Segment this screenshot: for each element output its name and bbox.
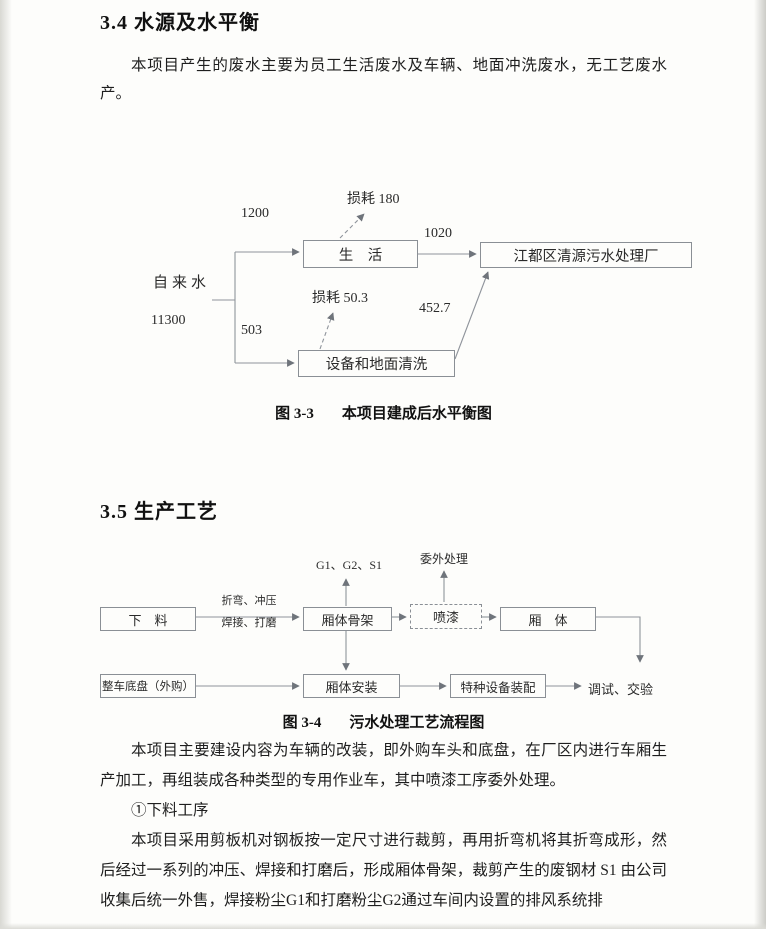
tap-water-value: 11300 xyxy=(151,313,186,328)
arrow-body-to-test xyxy=(596,616,644,663)
figure-3-3-number: 图 3-3 xyxy=(275,406,314,422)
figure-3-4-caption: 图 3-4 污水处理工艺流程图 xyxy=(100,711,667,732)
process-steps-line2: 焊接、打磨 xyxy=(221,617,277,629)
flow-value-503: 503 xyxy=(241,323,262,338)
figure-3-4-number: 图 3-4 xyxy=(282,715,322,731)
loss-arrow-life xyxy=(339,213,365,239)
test-label: 调试、交验 xyxy=(588,682,654,697)
pollutants-label: G1、G2、S1 xyxy=(316,558,383,572)
paint-box: 喷漆 xyxy=(410,604,482,629)
figure-3-4-title: 污水处理工艺流程图 xyxy=(349,715,485,731)
section-3-5-body: 本项目主要建设内容为车辆的改装，即外购车头和底盘，在厂区内进行车厢生产加工，再组… xyxy=(100,736,667,916)
flow-value-1200: 1200 xyxy=(241,206,269,221)
section-3-4-heading: 3.4 水源及水平衡 xyxy=(100,12,260,34)
chassis-box: 整车底盘（外购） xyxy=(100,674,196,698)
figure-3-3-caption: 图 3-3 本项目建成后水平衡图 xyxy=(100,402,667,423)
loss-arrow-cleaning xyxy=(319,312,335,350)
process-steps-label: 折弯、冲压 焊接、打磨 xyxy=(207,595,291,630)
assembly-box: 特种设备装配 xyxy=(450,674,546,698)
section-3-4-paragraph: 本项目产生的废水主要为员工生活废水及车辆、地面冲洗废水，无工艺废水产。 xyxy=(100,57,667,102)
loss-label-top: 损耗 180 xyxy=(347,192,400,207)
scan-edge-left xyxy=(0,0,12,929)
install-box: 厢体安装 xyxy=(303,674,400,698)
tap-water-label: 自来水 xyxy=(153,275,211,291)
body-box: 厢 体 xyxy=(500,607,596,631)
scan-edge-right xyxy=(754,0,766,929)
body-paragraph-1: 本项目主要建设内容为车辆的改装，即外购车头和底盘，在厂区内进行车厢生产加工，再组… xyxy=(100,742,667,789)
cutting-box: 下 料 xyxy=(100,607,196,631)
flow-arrow-cleaning-to-plant xyxy=(454,271,490,360)
scan-edge-bottom xyxy=(0,923,766,929)
section-3-5-heading: 3.5 生产工艺 xyxy=(100,501,218,523)
figure-3-3-title: 本项目建成后水平衡图 xyxy=(341,406,492,422)
process-steps-line1: 折弯、冲压 xyxy=(221,595,277,607)
flow-value-452: 452.7 xyxy=(419,301,451,316)
cleaning-water-box: 设备和地面清洗 xyxy=(298,350,455,377)
life-water-box: 生 活 xyxy=(303,240,418,268)
flow-value-1020: 1020 xyxy=(424,226,452,241)
step-1-heading: ①下料工序 xyxy=(131,802,209,819)
outsource-label: 委外处理 xyxy=(420,552,469,566)
body-paragraph-2: 本项目采用剪板机对钢板按一定尺寸进行裁剪，再用折弯机将其折弯成形，然后经过一系列… xyxy=(100,832,667,909)
frame-box: 厢体骨架 xyxy=(303,607,392,631)
section-3-4-body: 本项目产生的废水主要为员工生活废水及车辆、地面冲洗废水，无工艺废水产。 xyxy=(100,52,667,108)
loss-label-bottom: 损耗 50.3 xyxy=(312,291,368,306)
treatment-plant-box: 江都区清源污水处理厂 xyxy=(480,242,692,268)
